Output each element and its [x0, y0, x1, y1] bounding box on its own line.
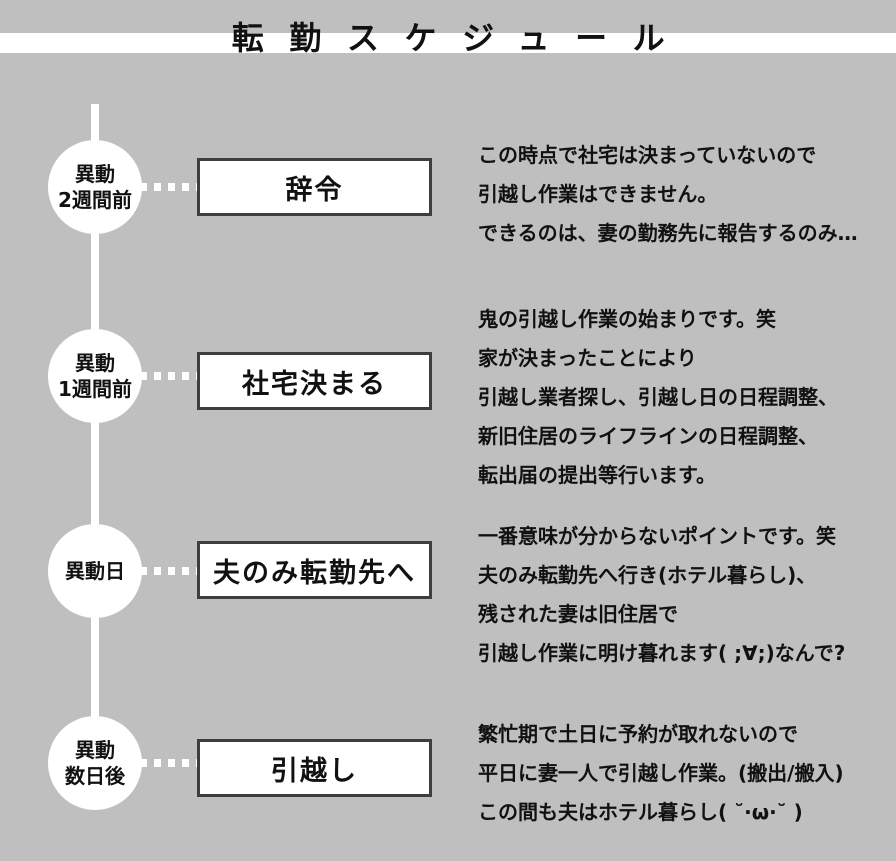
- description-line: 引越し作業に明け暮れます( ;∀;)なんで?: [478, 641, 846, 665]
- time-label-line: 異動: [75, 738, 115, 762]
- event-box-1: 辞令: [197, 158, 432, 216]
- time-label-line: 数日後: [65, 764, 125, 788]
- description-line: できるのは、妻の勤務先に報告するのみ…: [478, 221, 858, 245]
- dotted-connector-2: [140, 372, 198, 380]
- description-line: 残された妻は旧住居で: [478, 602, 678, 626]
- event-box-1-label: 辞令: [285, 174, 344, 206]
- event-box-3: 夫のみ転勤先へ: [197, 541, 432, 599]
- event-box-4-label: 引越し: [271, 755, 358, 787]
- time-label-line: 異動日: [65, 559, 125, 583]
- description-line: 引越し業者探し、引越し日の日程調整、: [478, 385, 838, 409]
- event-box-2: 社宅決まる: [197, 352, 432, 410]
- title-stripe: [0, 33, 896, 53]
- description-line: この時点で社宅は決まっていないので: [478, 143, 817, 167]
- time-label-line: 異動: [74, 162, 115, 186]
- description-line: 家が決まったことにより: [478, 346, 697, 370]
- description-line: 平日に妻一人で引越し作業。(搬出/搬入): [478, 761, 844, 785]
- timeline-node-2: 異動 1週間前: [48, 329, 142, 423]
- description-line: 繁忙期で土日に予約が取れないので: [478, 722, 798, 746]
- event-box-3-label: 夫のみ転勤先へ: [213, 557, 416, 589]
- timeline-node-4-label: 異動 数日後: [65, 737, 125, 789]
- time-label-line: 2週間前: [58, 188, 132, 212]
- description-line: 転出届の提出等行います。: [478, 463, 716, 487]
- timeline-node-4: 異動 数日後: [48, 716, 142, 810]
- description-3: 一番意味が分からないポイントです。笑 夫のみ転勤先へ行き(ホテル暮らし)、 残さ…: [478, 517, 845, 673]
- page-title: 転勤スケジュール: [231, 19, 691, 57]
- dotted-connector-1: [140, 183, 198, 191]
- time-label-line: 異動: [74, 351, 115, 375]
- timeline-node-3: 異動日: [48, 524, 142, 618]
- description-line: 引越し作業はできません。: [478, 182, 718, 206]
- description-line: 夫のみ転勤先へ行き(ホテル暮らし)、: [478, 563, 817, 587]
- description-line: 鬼の引越し作業の始まりです。笑: [478, 307, 776, 331]
- event-box-2-label: 社宅決まる: [242, 368, 387, 400]
- description-1: この時点で社宅は決まっていないので 引越し作業はできません。 できるのは、妻の勤…: [478, 136, 858, 253]
- time-label-line: 1週間前: [58, 377, 132, 401]
- timeline-node-1: 異動 2週間前: [48, 140, 142, 234]
- description-2: 鬼の引越し作業の始まりです。笑 家が決まったことにより 引越し業者探し、引越し日…: [478, 300, 838, 495]
- description-line: 一番意味が分からないポイントです。笑: [478, 524, 836, 548]
- event-box-4: 引越し: [197, 739, 432, 797]
- timeline-node-2-label: 異動 1週間前: [58, 350, 132, 402]
- description-line: この間も夫はホテル暮らし( ˘·ω·˘ ): [478, 800, 803, 824]
- timeline-node-1-label: 異動 2週間前: [58, 161, 132, 213]
- dotted-connector-3: [140, 567, 198, 575]
- description-line: 新旧住居のライフラインの日程調整、: [478, 424, 818, 448]
- dotted-connector-4: [140, 759, 198, 767]
- description-4: 繁忙期で土日に予約が取れないので 平日に妻一人で引越し作業。(搬出/搬入) この…: [478, 715, 844, 832]
- timeline-line: [91, 104, 99, 763]
- timeline-node-3-label: 異動日: [65, 558, 125, 584]
